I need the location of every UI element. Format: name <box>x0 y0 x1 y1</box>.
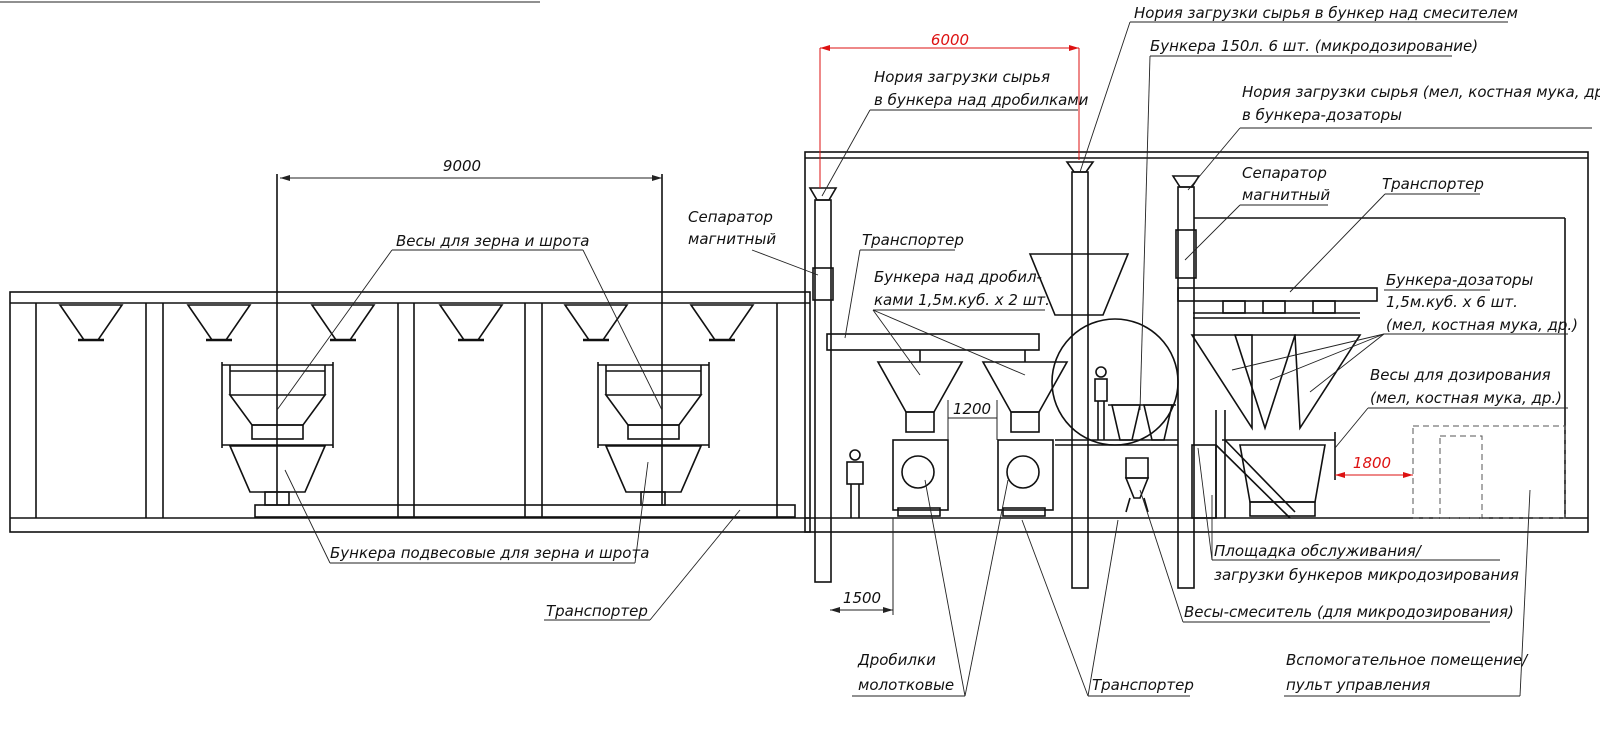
dimension-label: 1200 <box>953 400 991 418</box>
dimension-1200: 1200 <box>947 400 998 440</box>
label-dosing-scales: Весы для дозирования <box>1370 366 1551 384</box>
dimension-6000: 6000 <box>819 31 1080 188</box>
noria-crushers <box>808 187 838 583</box>
hammer-crusher-left <box>892 439 949 517</box>
label-dosing-bins: 1,5м.куб. х 6 шт. <box>1386 293 1518 311</box>
label-hanging-bins: Бункера подвесовые для зерна и шрота <box>330 544 649 562</box>
ceiling-hopper <box>310 304 376 341</box>
mixer-scale <box>1124 457 1150 513</box>
labels: Нория загрузки сырья в бункер над смесит… <box>330 4 1600 694</box>
label-platform: загрузки бункеров микродозирования <box>1214 566 1519 584</box>
storage-building <box>9 291 811 533</box>
aux-room <box>1412 425 1566 519</box>
dosing-bins <box>1190 300 1362 431</box>
label-noria-dosers: Нория загрузки сырья (мел, костная мука,… <box>1242 83 1600 101</box>
hammer-crusher-right <box>997 439 1054 517</box>
ceiling-hopper <box>58 304 124 341</box>
dimension-1800: 1800 <box>1335 454 1413 478</box>
label-noria-crushers: Нория загрузки сырья <box>874 68 1050 86</box>
crusher-bin-left <box>876 350 964 433</box>
dimension-label: 1500 <box>843 589 881 607</box>
label-crusher-bins: Бункера над дробил- <box>874 268 1042 286</box>
dimension-label: 9000 <box>443 157 481 175</box>
micro-dosing-bins <box>1108 404 1176 441</box>
label-separator-left: магнитный <box>688 230 776 248</box>
label-transporter: Транспортер <box>546 602 648 620</box>
dimension-9000: 9000 <box>280 157 662 181</box>
crusher-bin-right <box>981 350 1069 433</box>
label-crushers: Дробилки <box>857 651 936 669</box>
ceiling-hopper <box>186 304 252 341</box>
label-dosing-bins: (мел, костная мука, др.) <box>1386 316 1578 334</box>
person-figure <box>1094 366 1108 440</box>
label-aux-room: пульт управления <box>1286 676 1430 694</box>
grain-scale-left <box>221 174 334 506</box>
noria-mixer <box>1065 161 1095 589</box>
dosing-scale <box>1222 432 1336 517</box>
label-bins-150: Бункера 150л. 6 шт. (микродозирование) <box>1150 37 1478 55</box>
leader-lines <box>276 21 1592 697</box>
noria-dosers <box>1171 175 1201 589</box>
label-noria-dosers: в бункера-дозаторы <box>1242 106 1402 124</box>
label-transporter: Транспортер <box>1382 175 1484 193</box>
ceiling-hopper <box>563 304 629 341</box>
ceiling-hopper <box>689 304 755 341</box>
label-dosing-bins: Бункера-дозаторы <box>1386 271 1534 289</box>
dimension-label: 6000 <box>931 31 969 49</box>
label-dosing-scales: (мел, костная мука, др.) <box>1370 389 1562 407</box>
ceiling-hopper <box>438 304 504 341</box>
label-aux-room: Вспомогательное помещение/ <box>1286 651 1529 669</box>
label-platform: Площадка обслуживания/ <box>1214 542 1423 560</box>
mixer-drum <box>1051 318 1179 446</box>
label-crusher-bins: ками 1,5м.куб. х 2 шт. <box>874 291 1050 309</box>
label-separator-left: Сепаратор <box>688 208 773 226</box>
dimension-label: 1800 <box>1353 454 1391 472</box>
label-separator-right: Сепаратор <box>1242 164 1327 182</box>
label-scales-grain: Весы для зерна и шрота <box>396 232 590 250</box>
grain-scale-right <box>597 174 710 506</box>
label-separator-right: магнитный <box>1242 186 1330 204</box>
label-crushers: молотковые <box>858 676 954 694</box>
person-figure <box>846 449 864 518</box>
label-transporter: Транспортер <box>1092 676 1194 694</box>
label-noria-mixer: Нория загрузки сырья в бункер над смесит… <box>1134 4 1518 22</box>
mixer-feed-hopper <box>1028 253 1130 316</box>
label-mixer-scales: Весы-смеситель (для микродозирования) <box>1184 603 1514 621</box>
label-transporter: Транспортер <box>862 231 964 249</box>
bottom-conveyor <box>254 504 796 518</box>
dimension-1500: 1500 <box>830 518 894 615</box>
label-noria-crushers: в бункера над дробилками <box>874 91 1089 109</box>
service-platform <box>1191 410 1296 519</box>
